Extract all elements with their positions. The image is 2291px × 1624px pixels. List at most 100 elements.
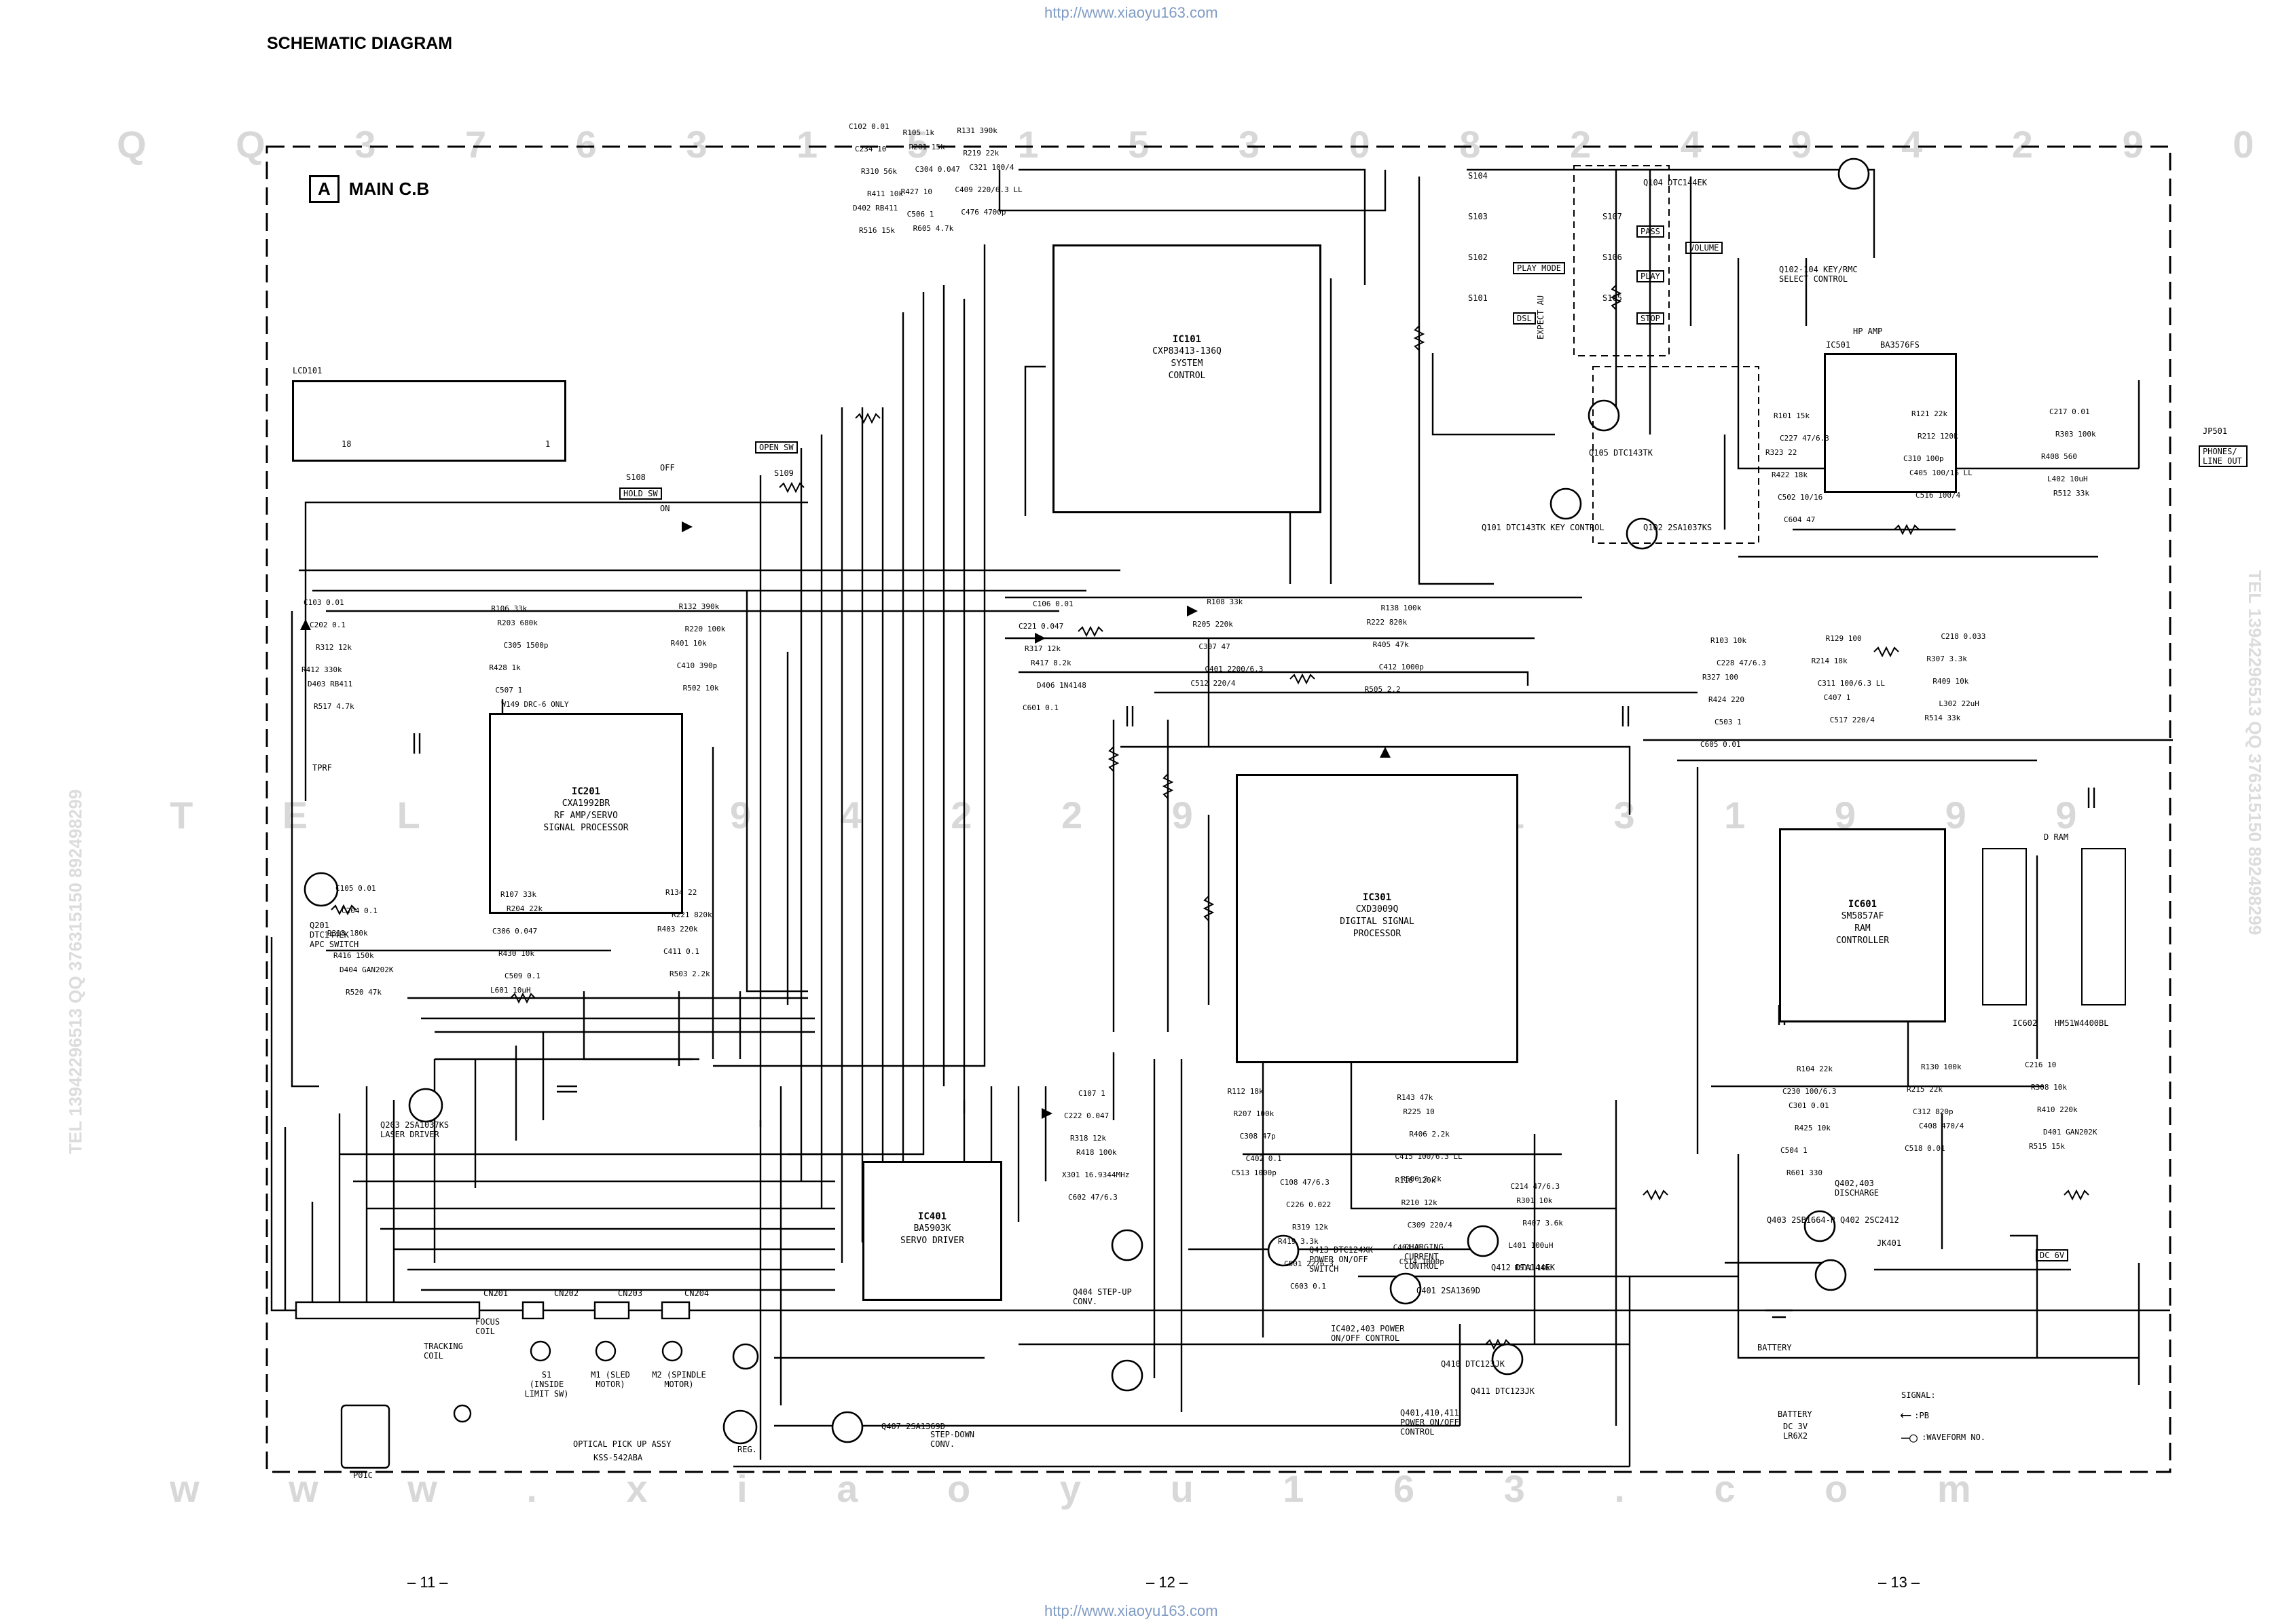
battery-label: BATTERY <box>1757 1343 1792 1352</box>
q104-caption: Q104 DTC144EK <box>1643 178 1707 187</box>
component-value-label: D402 RB411 <box>853 204 898 213</box>
m1-sled-motor: M1 (SLED MOTOR) <box>591 1370 630 1389</box>
component-value-label: R425 10k <box>1795 1124 1831 1132</box>
component-value-label: C402 0.1 <box>1245 1154 1282 1163</box>
key-label-play-mode: PLAY MODE <box>1513 262 1566 274</box>
component-value-label: C601 0.1 <box>1023 703 1059 712</box>
component-value-label: R222 820k <box>1366 618 1408 627</box>
key-s102: S102 <box>1468 253 1488 262</box>
component-value-label: R405 47k <box>1372 640 1409 649</box>
component-value-label: R605 4.7k <box>913 224 954 233</box>
component-value-label: R318 12k <box>1070 1134 1106 1143</box>
key-s103: S103 <box>1468 212 1488 221</box>
component-value-label: R225 10 <box>1403 1107 1435 1116</box>
component-value-label: R406 2.2k <box>1409 1130 1450 1139</box>
component-value-label: R411 10k <box>867 189 903 198</box>
key-label-pass: PASS <box>1636 225 1664 238</box>
component-value-label: C230 100/6.3 <box>1782 1087 1837 1096</box>
hold-sw-label: HOLD SW <box>619 487 662 500</box>
component-value-label: C408 470/4 <box>1919 1122 1964 1130</box>
component-value-label: C228 47/6.3 <box>1717 659 1766 667</box>
ic201-role2: SIGNAL PROCESSOR <box>543 823 629 833</box>
component-value-label: L601 10uH <box>490 986 531 995</box>
component-value-label: C513 1000p <box>1231 1168 1277 1177</box>
board-letter: A <box>309 175 340 203</box>
side-watermark-left: TEL 13942296513 QQ 376315150 892498299 <box>65 789 86 1154</box>
source-url-top[interactable]: http://www.xiaoyu163.com <box>1044 4 1218 21</box>
key-s104: S104 <box>1468 171 1488 181</box>
component-value-label: R410 220k <box>2037 1105 2078 1114</box>
ic301-role2: PROCESSOR <box>1353 929 1401 939</box>
component-value-label: C404 1 <box>1393 1243 1421 1252</box>
component-value-label: R401 10k <box>670 639 707 648</box>
ic602-ref: IC602 <box>2013 1018 2038 1028</box>
component-value-label: C476 4700p <box>961 208 1006 217</box>
s1-limit-switch: S1 (INSIDE LIMIT SW) <box>524 1370 569 1399</box>
component-value-label: C105 0.01 <box>335 884 376 893</box>
key-label-expect-au: EXPECT AU <box>1536 295 1545 339</box>
q401-caption: Q401 2SA1369D <box>1416 1286 1480 1295</box>
component-value-label: R112 18k <box>1227 1087 1264 1096</box>
component-value-label: R520 47k <box>346 988 382 997</box>
ic201-rf-amp: IC201 CXA1992BR RF AMP/SERVO SIGNAL PROC… <box>489 713 683 914</box>
step-down-caption: STEP-DOWN CONV. <box>930 1430 975 1449</box>
component-value-label: R203 680k <box>497 619 538 627</box>
component-value-label: R214 18k <box>1811 657 1848 665</box>
ic602-role: D RAM <box>2044 832 2069 842</box>
ic501-hp-amp: HP AMP IC501 BA3576FS <box>1824 327 1957 493</box>
component-value-label: R221 820k <box>672 910 712 919</box>
component-value-label: R424 220 <box>1708 695 1744 704</box>
component-value-label: R428 1k <box>489 663 521 672</box>
component-value-label: C410 390p <box>676 661 718 670</box>
ic401-role1: SERVO DRIVER <box>900 1236 964 1246</box>
component-value-label: C308 47p <box>1239 1132 1276 1141</box>
ic601-part: SM5857AF <box>1841 911 1884 921</box>
component-value-label: R107 33k <box>500 890 536 899</box>
component-value-label: C305 1500p <box>503 641 549 650</box>
component-value-label: C321 100/4 <box>969 163 1014 172</box>
component-value-label: R143 47k <box>1397 1093 1433 1102</box>
off-label: OFF <box>660 463 675 473</box>
q407-caption: Q407 2SA1369D <box>881 1422 945 1431</box>
component-value-label: R506 2.2k <box>1401 1175 1442 1183</box>
component-value-label: C202 0.1 <box>310 621 346 629</box>
component-value-label: R505 2.2 <box>1364 685 1401 694</box>
component-value-label: D404 GAN202K <box>340 965 394 974</box>
component-value-label: R516 15k <box>859 226 895 235</box>
component-value-label: C409 220/6.3 LL <box>955 185 1023 194</box>
key-s101: S101 <box>1468 293 1488 303</box>
page-number-left: – 11 – <box>407 1574 448 1591</box>
cn203-label: CN203 <box>618 1289 643 1298</box>
component-value-label: C504 1 <box>1780 1146 1808 1155</box>
key-s105: S105 <box>1602 293 1622 303</box>
legend-waveform-label: :WAVEFORM NO. <box>1922 1433 1986 1442</box>
component-value-label: C106 0.01 <box>1033 599 1074 608</box>
q201-caption: Q201 DTC144EK APC SWITCH <box>310 921 359 949</box>
component-value-label: R503 2.2k <box>670 970 710 978</box>
signal-legend: SIGNAL: ⟵ :PB —○ :WAVEFORM NO. <box>1901 1390 1985 1445</box>
component-value-label: R204 22k <box>507 904 543 913</box>
component-value-label: C503 1 <box>1715 718 1742 726</box>
q402-caption: Q402 2SC2412 <box>1840 1215 1899 1225</box>
component-value-label: R323 22 <box>1765 448 1797 457</box>
jk401-label: JK401 <box>1877 1238 1902 1248</box>
source-url-bottom[interactable]: http://www.xiaoyu163.com <box>1044 1602 1218 1619</box>
ic501-ref: IC501 <box>1826 340 1851 350</box>
component-value-label: R105 1k <box>902 128 935 137</box>
reg-label: REG. <box>737 1445 757 1454</box>
component-value-label: R308 10k <box>2031 1083 2067 1092</box>
ic301-dsp: IC301 CXD3009Q DIGITAL SIGNAL PROCESSOR <box>1236 774 1518 1063</box>
lcd-display: LCD101 18 1 <box>292 366 566 462</box>
component-value-label: R215 22k <box>1907 1085 1943 1094</box>
ic201-role1: RF AMP/SERVO <box>554 811 618 821</box>
legend-arrow-icon: ⟵ <box>1901 1407 1911 1424</box>
component-value-label: R502 10k <box>682 684 719 693</box>
component-value-label: C415 100/6.3 LL <box>1395 1152 1463 1161</box>
charging-control-caption: CHARGING CURRENT CONTROL <box>1404 1242 1444 1271</box>
component-value-label: C107 1 <box>1078 1089 1105 1098</box>
key-label-stop: STOP <box>1636 312 1664 325</box>
component-value-label: R403 220k <box>657 925 698 934</box>
watermark-row-2: T E L 1 3 9 4 2 2 9 6 5 1 3 1 9 9 9 <box>170 794 2116 836</box>
component-value-label: C102 0.01 <box>849 122 890 131</box>
